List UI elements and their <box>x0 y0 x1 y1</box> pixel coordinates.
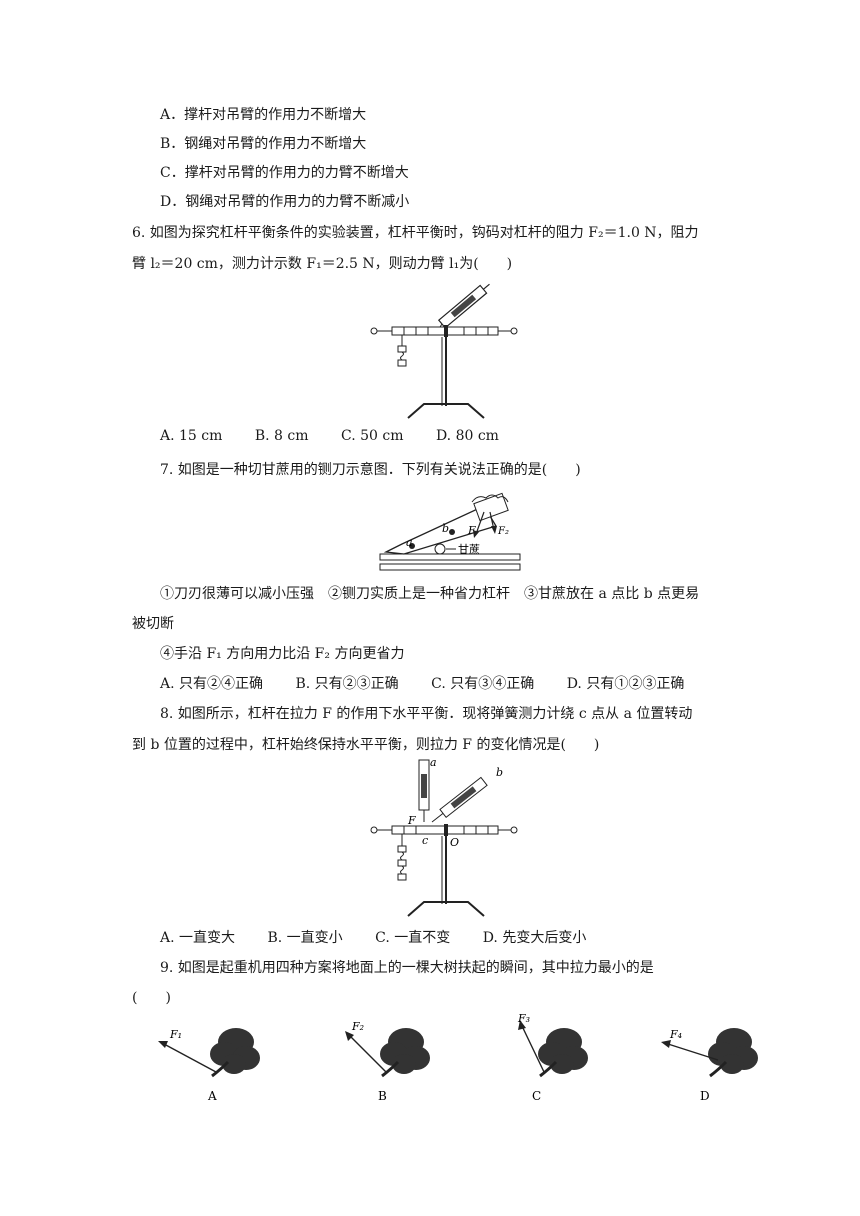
q7-label-f2: F₂ <box>497 526 509 537</box>
q5-option-a: A．撑杆对吊臂的作用力不断增大 <box>160 107 367 123</box>
q5-option-b: B．钢绳对吊臂的作用力不断增大 <box>160 136 367 152</box>
q8-option-c: C. 一直不变 <box>375 930 451 946</box>
q8-option-a: A. 一直变大 <box>160 930 236 946</box>
q6-stem-line1: 6. 如图为探究杠杆平衡条件的实验装置，杠杆平衡时，钩码对杠杆的阻力 F₂＝1.… <box>132 225 699 241</box>
q7-label-b: b <box>442 522 449 535</box>
q6-option-d: D. 80 cm <box>435 428 499 444</box>
q6-stem-line2: 臂 l₂＝20 cm，测力计示数 F₁＝2.5 N，则动力臂 l₁为( ) <box>132 256 513 272</box>
q8-label-c: c <box>422 834 428 847</box>
q9-panel-a: F₁ A <box>158 1028 260 1103</box>
q7-label-a: a <box>406 536 413 549</box>
q7-statements-line2: 被切断 <box>132 616 174 632</box>
q6-option-c: C. 50 cm <box>340 428 404 444</box>
q8-label-b: b <box>496 766 503 779</box>
q9-panel-d: F₄ D <box>661 1028 758 1103</box>
q8-stem-line1: 8. 如图所示，杠杆在拉力 F 的作用下水平平衡．现将弹簧测力计绕 c 点从 a… <box>160 706 693 722</box>
q7-options: A. 只有②④正确 B. 只有②③正确 C. 只有③④正确 D. 只有①②③正确 <box>160 673 712 693</box>
q7-label-cane: 甘蔗 <box>458 543 480 556</box>
q7-stem: 7. 如图是一种切甘蔗用的铡刀示意图．下列有关说法正确的是( ) <box>160 462 581 478</box>
q8-label-a: a <box>430 756 437 769</box>
q5-option-d: D．钢绳对吊臂的作用力的力臂不断减小 <box>160 194 410 210</box>
q9-panel-b: F₂ B <box>345 1020 430 1103</box>
q5-option-c: C．撑杆对吊臂的作用力的力臂不断增大 <box>160 165 409 181</box>
q8-lever-figure: a b F c O <box>370 756 518 917</box>
q8-label-f: F <box>407 814 416 827</box>
q8-option-d: D. 先变大后变小 <box>482 930 587 946</box>
q6-option-a: A. 15 cm <box>160 428 223 444</box>
q9-force-d: F₄ <box>669 1028 682 1041</box>
q9-stem-line1: 9. 如图是起重机用四种方案将地面上的一棵大树扶起的瞬间，其中拉力最小的是 <box>160 960 654 976</box>
q7-label-f: F <box>467 524 476 537</box>
q7-option-c: C. 只有③④正确 <box>431 676 535 692</box>
q6-lever-figure <box>370 283 518 419</box>
q7-cutter-figure: a b F F₂ 甘蔗 <box>379 492 521 571</box>
q8-stem-line2: 到 b 位置的过程中，杠杆始终保持水平平衡，则拉力 F 的变化情况是( ) <box>132 737 600 753</box>
q9-label-b: B <box>378 1089 387 1103</box>
q9-stem-line2: ( ) <box>132 990 171 1006</box>
q7-statements-line1: ①刀刃很薄可以减小压强 ②铡刀实质上是一种省力杠杆 ③甘蔗放在 a 点比 b 点… <box>160 586 700 602</box>
q9-force-b: F₂ <box>351 1020 364 1033</box>
q7-statements-line3: ④手沿 F₁ 方向用力比沿 F₂ 方向更省力 <box>160 646 405 662</box>
q9-label-c: C <box>532 1089 541 1103</box>
q9-force-a: F₁ <box>169 1028 182 1041</box>
q7-option-d: D. 只有①②③正确 <box>566 676 685 692</box>
q9-force-c: F₃ <box>517 1012 530 1025</box>
q8-option-b: B. 一直变小 <box>267 930 343 946</box>
q8-label-o: O <box>450 836 459 849</box>
q6-options: A. 15 cm B. 8 cm C. 50 cm D. 80 cm <box>160 428 527 444</box>
q7-option-b: B. 只有②③正确 <box>295 676 399 692</box>
q9-panel-c: F₃ C <box>517 1012 588 1103</box>
q9-label-a: A <box>207 1089 217 1103</box>
q9-label-d: D <box>700 1089 710 1103</box>
q7-option-a: A. 只有②④正确 <box>160 676 264 692</box>
q8-options: A. 一直变大 B. 一直变小 C. 一直不变 D. 先变大后变小 <box>160 927 614 947</box>
q6-option-b: B. 8 cm <box>254 428 309 444</box>
